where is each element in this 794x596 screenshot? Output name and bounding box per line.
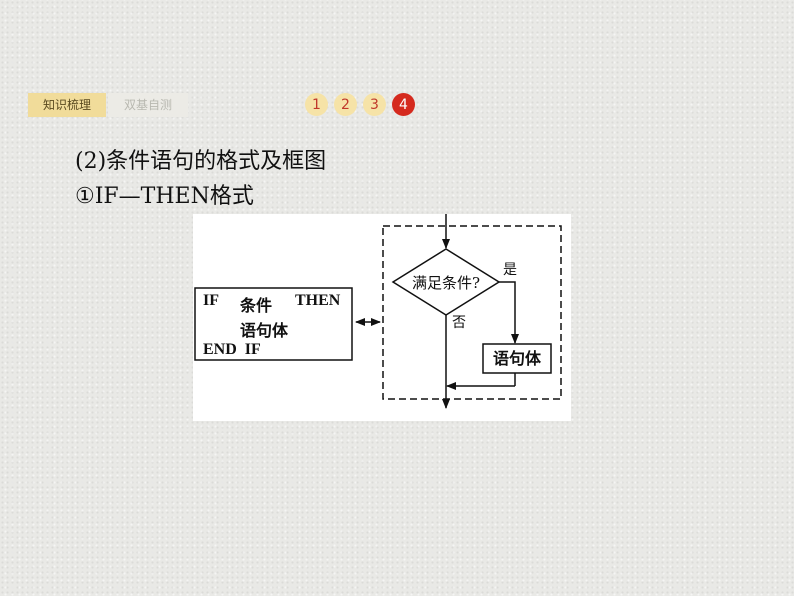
process-box xyxy=(482,343,552,374)
code-keyword-if: IF xyxy=(203,292,219,309)
code-end-if: END IF xyxy=(203,341,261,358)
yes-branch-line xyxy=(499,281,519,344)
page-4-button[interactable]: 4 xyxy=(392,93,415,116)
process-label: 语句体 xyxy=(493,349,542,368)
flow-dashed-frame xyxy=(382,225,562,400)
page-2-button[interactable]: 2 xyxy=(334,93,357,116)
decision-label: 满足条件? xyxy=(412,274,480,292)
page-1-button[interactable]: 1 xyxy=(305,93,328,116)
flowchart-svg: 满足条件? 是 否 语句体 xyxy=(194,214,562,409)
code-keyword-then: THEN xyxy=(295,292,341,309)
page-pager: 1 2 3 4 xyxy=(305,93,415,116)
flowchart-figure: 满足条件? 是 否 语句体 IF 条件 THEN 语句体 END IF xyxy=(193,214,571,421)
subsection-heading: ①IF—THEN格式 xyxy=(75,184,254,209)
page-3-button[interactable]: 3 xyxy=(363,93,386,116)
code-condition: 条件 xyxy=(240,298,273,315)
tab-self-test[interactable]: 双基自测 xyxy=(108,93,188,117)
code-box xyxy=(194,287,353,361)
section-heading: (2)条件语句的格式及框图 xyxy=(75,149,327,174)
tab-knowledge-summary[interactable]: 知识梳理 xyxy=(28,93,106,117)
yes-label: 是 xyxy=(503,262,517,278)
no-label: 否 xyxy=(452,315,466,331)
code-statement-body: 语句体 xyxy=(240,323,289,340)
